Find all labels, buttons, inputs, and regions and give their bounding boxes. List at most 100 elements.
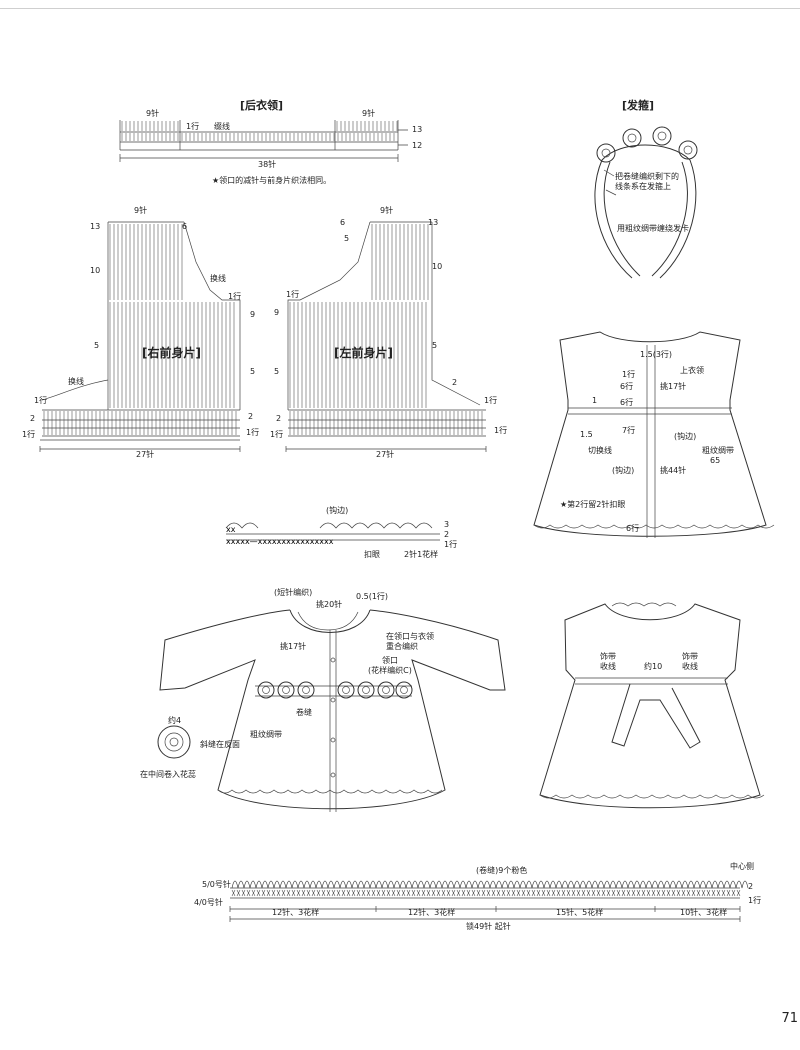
belt-wave <box>303 880 317 889</box>
dress-slant: 斜缝在反面 <box>200 740 240 749</box>
back-collar-left-count: 9针 <box>146 109 160 118</box>
stitch-mark <box>556 889 561 897</box>
belt-chart <box>229 880 749 922</box>
belt-wave <box>603 880 617 889</box>
stitch-mark <box>406 889 411 897</box>
fv-cutline: 切换线 <box>588 446 612 455</box>
belt-wave <box>495 880 509 889</box>
belt-seg3: 15针、5花样 <box>556 908 604 917</box>
belt-hook5: 5/0号针 <box>202 880 231 889</box>
rf-row10: 10 <box>90 266 101 275</box>
rose-center <box>342 686 350 694</box>
stitch-mark <box>426 889 431 897</box>
dress-roll-in: 在中间卷入花蕊 <box>140 770 196 779</box>
rose-motif <box>337 681 355 699</box>
belt-wave <box>663 880 677 889</box>
stitch-mark <box>281 889 286 897</box>
edging-row2: 2 <box>444 530 450 539</box>
fv-r6a: 6行 <box>620 382 634 391</box>
rose-motif <box>297 681 315 699</box>
stitch-mark <box>631 889 636 897</box>
stitch-mark <box>351 889 356 897</box>
lf-row1b: 1行 <box>484 396 498 405</box>
stitch-mark <box>686 889 691 897</box>
stitch-mark <box>576 889 581 897</box>
belt-wave <box>243 880 257 889</box>
stitch-mark <box>361 889 366 897</box>
stitch-mark <box>701 889 706 897</box>
belt-wave <box>723 880 737 889</box>
rose-motif <box>357 681 375 699</box>
belt-wave <box>675 880 689 889</box>
stitch-mark <box>236 889 241 897</box>
back-collar-row13: 13 <box>412 125 423 134</box>
belt-wave <box>363 880 377 889</box>
stitch-mark <box>431 889 436 897</box>
belt-row1: 1行 <box>748 896 762 905</box>
front-view-drawing <box>533 331 775 538</box>
stitch-mark <box>661 889 666 897</box>
edging-buttonhole: 扣眼 <box>364 550 380 559</box>
belt-wave <box>639 880 653 889</box>
belt-wave <box>567 880 581 889</box>
belt-wave <box>543 880 557 889</box>
rf-row5b: 5 <box>250 367 256 376</box>
stitch-mark <box>721 889 726 897</box>
stitch-mark <box>606 889 611 897</box>
stitch-mark <box>391 889 396 897</box>
dress-pick17: 挑17针 <box>280 642 307 651</box>
belt-wave <box>291 880 305 889</box>
fv-r7: 7行 <box>622 426 636 435</box>
stitch-mark <box>596 889 601 897</box>
stitch-mark <box>561 889 566 897</box>
lf-row1c: 1行 <box>270 430 284 439</box>
rose-center <box>362 686 370 694</box>
left-front-title: [左前身片] <box>334 346 393 360</box>
stitch-mark <box>526 889 531 897</box>
rose-motif <box>395 681 413 699</box>
stitch-mark <box>536 889 541 897</box>
stitch-mark <box>441 889 446 897</box>
fv-pick17: 挑17针 <box>660 382 687 391</box>
page-number: 71 <box>781 1011 798 1026</box>
back-collar-row1: 1行 <box>186 122 200 131</box>
rf-row6: 6 <box>182 222 188 231</box>
left-front-chart <box>285 221 487 452</box>
stitch-mark <box>296 889 301 897</box>
rf-row1c: 1行 <box>22 430 36 439</box>
back-collar-row12: 12 <box>412 141 423 150</box>
belt-wave <box>375 880 389 889</box>
lf-row1a: 1行 <box>286 290 300 299</box>
edging-chart: xx xxxxx—xxxxxxxxxxxxxxxx <box>225 522 440 546</box>
stitch-mark <box>321 889 326 897</box>
lf-row13: 13 <box>428 218 439 227</box>
fv-v1: 1 <box>592 396 598 405</box>
belt-wave <box>315 880 329 889</box>
rf-bottom-count: 27针 <box>136 450 155 459</box>
stitch-mark <box>566 889 571 897</box>
lf-row9: 9 <box>274 308 280 317</box>
lf-row5b: 5 <box>274 367 280 376</box>
belt-total: 锁49针 起针 <box>466 922 511 931</box>
stitch-mark <box>481 889 486 897</box>
dress-half: 0.5(1行) <box>356 592 389 601</box>
headband-drawing <box>594 126 698 279</box>
back-collar-join: 缀线 <box>214 122 230 131</box>
stitch-mark <box>261 889 266 897</box>
back-collar-note: ★领口的减针与前身片织法相同。 <box>212 176 332 185</box>
lf-row5: 5 <box>344 234 350 243</box>
stitch-mark <box>486 889 491 897</box>
stitch-mark <box>231 889 236 897</box>
belt-wave <box>435 880 449 889</box>
stitch-mark <box>581 889 586 897</box>
headband-note1b: 线条系在发箍上 <box>615 182 671 191</box>
stitch-mark <box>651 889 656 897</box>
stitch-mark <box>311 889 316 897</box>
stitch-mark <box>341 889 346 897</box>
belt-title: (卷缝)9个粉色 <box>476 866 528 875</box>
stitch-mark <box>436 889 441 897</box>
fv-ribbon: 粗纹绸带 <box>702 446 734 455</box>
dress-rolled: 卷缝 <box>296 708 312 717</box>
belt-wave <box>519 880 533 889</box>
belt-wave <box>699 880 713 889</box>
